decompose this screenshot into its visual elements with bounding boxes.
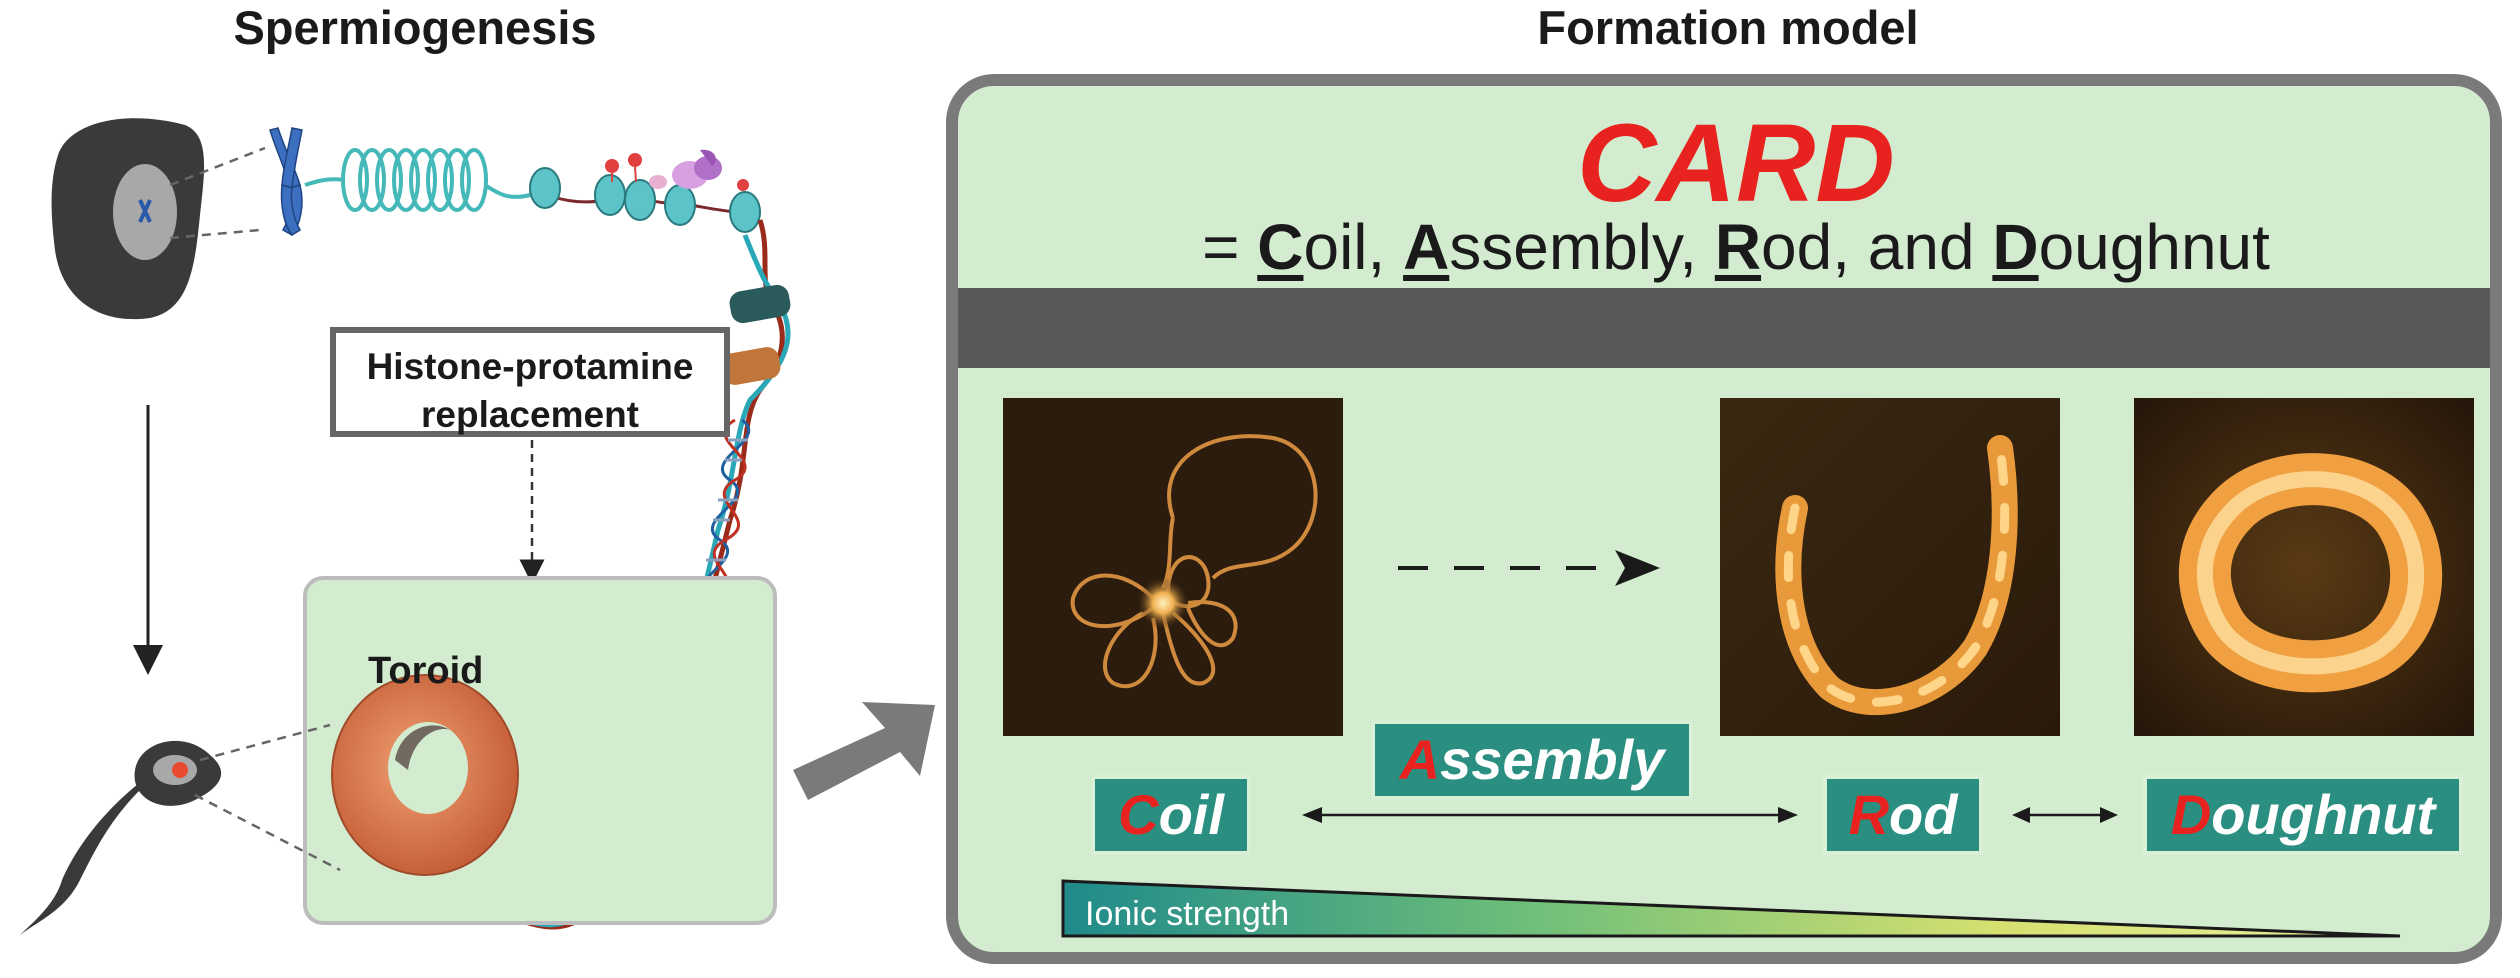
expansion-prefix: = [1202, 211, 1258, 283]
card-expansion: = Coil, Assembly, Rod, and Doughnut [1202, 210, 2270, 284]
card-acronym: CARD [1577, 102, 1895, 225]
spermiogenesis-title: Spermiogenesis [233, 1, 597, 54]
expansion-a-rest: ssembly, [1449, 211, 1715, 283]
doughnut-label-initial: D [2170, 783, 2212, 846]
coil-label-rest: oil [1158, 783, 1224, 846]
expansion-r-letter: R [1714, 211, 1762, 283]
rod-label-initial: R [1848, 783, 1890, 846]
transition-arrow [793, 702, 935, 800]
expansion-a-letter: A [1403, 211, 1450, 283]
coil-to-rod-dashed-arrow [1398, 550, 1660, 586]
expansion-c-rest: oil, [1303, 211, 1404, 283]
expansion-d-rest: oughnut [2038, 211, 2270, 283]
ionic-strength-label: Ionic strength [1085, 895, 1290, 933]
rod-label: Rod [1823, 775, 1983, 855]
chromosome [269, 127, 303, 236]
expansion-r-rest: od, and [1761, 211, 1993, 283]
doughnut-micrograph [2134, 398, 2474, 736]
histone-protamine-line1: Histone-protamine [366, 346, 694, 387]
doughnut-label: Doughnut [2143, 775, 2463, 855]
assembly-label-rest: ssembly [1440, 728, 1665, 791]
divider-band [958, 288, 2490, 368]
histone-modifications [605, 149, 749, 191]
ionic-strength-wedge [1061, 879, 2401, 938]
rod-doughnut-double-arrow [2012, 807, 2118, 823]
coil-micrograph [1003, 398, 1343, 736]
toroid [331, 674, 519, 876]
rod-micrograph [1720, 398, 2060, 736]
sperm-cell [20, 740, 222, 935]
coil-label: Coil [1091, 775, 1251, 855]
histone-protamine-label: Histone-protamine replacement [330, 327, 730, 437]
expansion-c-letter: C [1257, 211, 1304, 283]
chromatin-coil [304, 148, 531, 212]
toroid-label: Toroid [368, 650, 484, 692]
rod-label-rest: od [1889, 783, 1958, 846]
transition-barrels [721, 284, 791, 385]
histone-protamine-line2: replacement [421, 394, 639, 435]
coil-rod-double-arrow [1302, 807, 1798, 823]
nucleus-chromosome-mark [138, 199, 152, 223]
coil-label-initial: C [1118, 783, 1159, 846]
formation-model-title: Formation model [1537, 1, 1919, 54]
nucleosomes [529, 167, 761, 233]
spermiogenesis-illustration [20, 118, 935, 935]
assembly-label-initial: A [1399, 728, 1441, 791]
expansion-d-letter: D [1992, 211, 2039, 283]
doughnut-label-rest: oughnut [2211, 783, 2436, 846]
assembly-label: Assembly [1371, 720, 1693, 800]
